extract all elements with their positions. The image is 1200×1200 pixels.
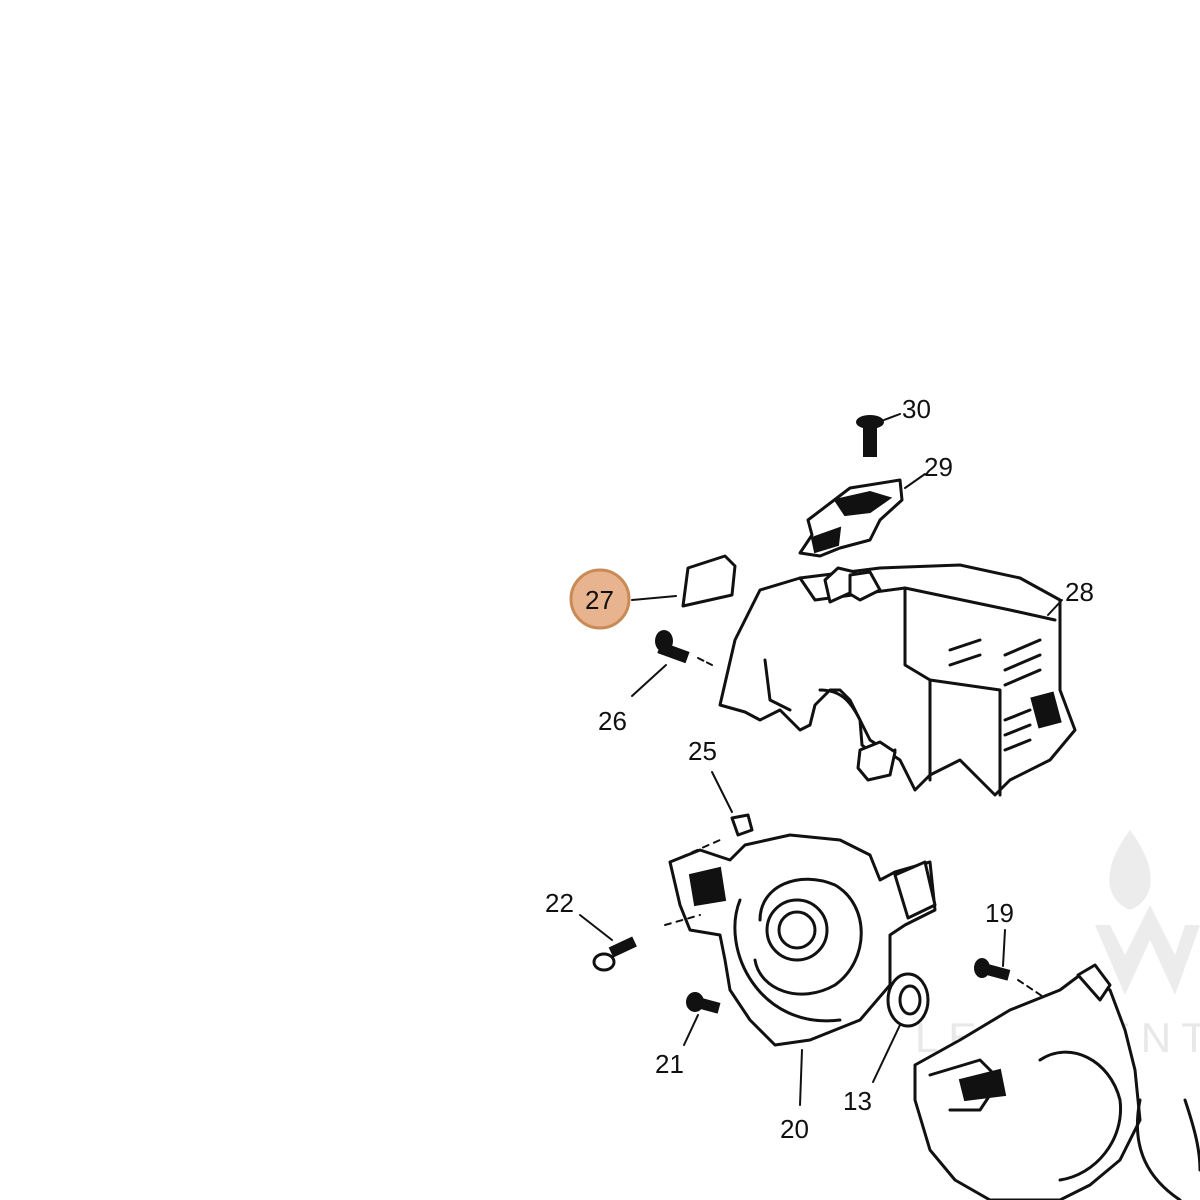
crankcase-half-lower-right[interactable] xyxy=(913,963,1200,1200)
part-20-crankcase[interactable] xyxy=(664,833,937,1106)
part-13-oil-seal[interactable] xyxy=(872,972,930,1083)
part-27-decal[interactable] xyxy=(681,554,737,608)
part-label-29: 29 xyxy=(924,452,953,482)
part-21-bolt[interactable] xyxy=(683,992,721,1046)
part-label-28: 28 xyxy=(1065,577,1094,607)
cover-vent-slots xyxy=(948,638,1062,752)
part-30-screw[interactable] xyxy=(856,413,901,457)
part-label-13: 13 xyxy=(843,1086,872,1116)
part-label-19: 19 xyxy=(985,898,1014,928)
part-label-27: 27 xyxy=(585,585,614,615)
part-28-engine-cover[interactable] xyxy=(718,563,1077,797)
part-26-bolt[interactable] xyxy=(631,630,713,697)
part-label-25: 25 xyxy=(688,736,717,766)
part-25-clip[interactable] xyxy=(711,771,754,837)
part-label-22: 22 xyxy=(545,888,574,918)
part-22-bolt[interactable] xyxy=(579,914,637,972)
part-label-30: 30 xyxy=(902,394,931,424)
highlight-marker-27[interactable]: 27 xyxy=(569,568,631,630)
leader-line-27 xyxy=(631,595,677,601)
part-label-21: 21 xyxy=(655,1049,684,1079)
part-19-bolt[interactable] xyxy=(974,929,1046,999)
part-label-20: 20 xyxy=(780,1114,809,1144)
part-label-26: 26 xyxy=(598,706,627,736)
part-29-bracket[interactable] xyxy=(798,473,926,558)
